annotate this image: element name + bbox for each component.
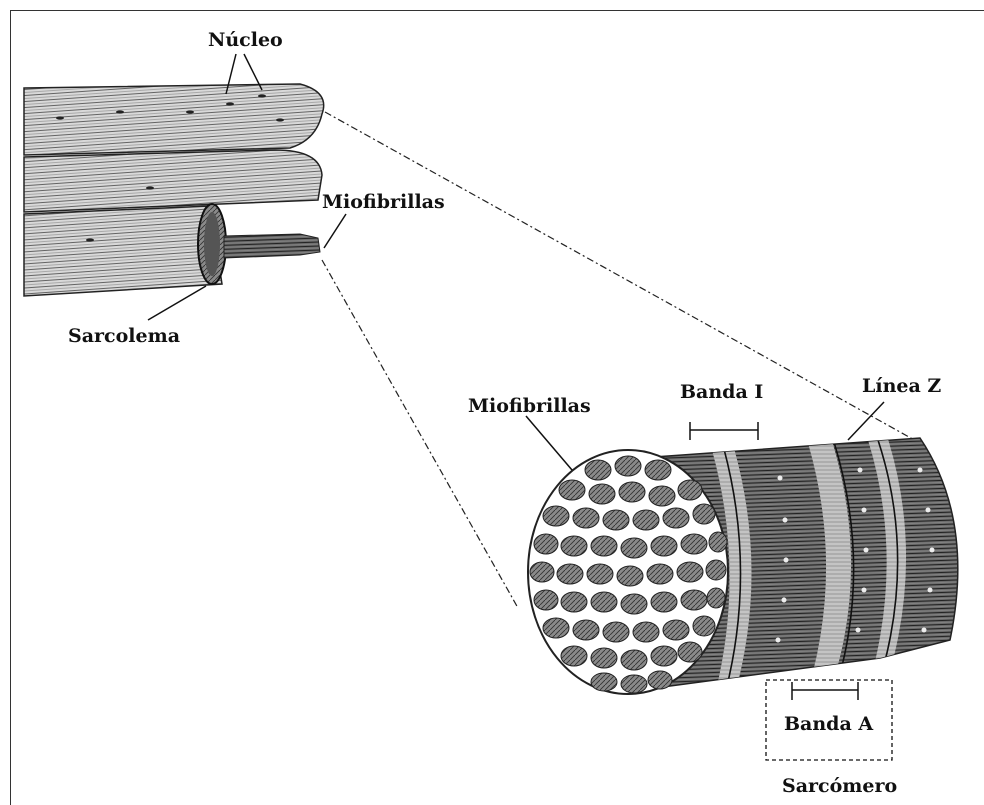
banda-a-label: Banda A: [784, 713, 873, 735]
linea-z-label: Línea Z: [862, 375, 941, 397]
banda-a-bracket: [792, 682, 858, 700]
miofibrillas-bottom-label: Miofibrillas: [468, 395, 591, 417]
sarcolema-label: Sarcolema: [68, 325, 180, 347]
bottom-muscle-fiber: [24, 206, 222, 296]
projection-line-lower: [322, 260, 518, 608]
sarcomero-label: Sarcómero: [782, 775, 897, 797]
protruding-myofibrils: [224, 234, 320, 258]
fiber-cut-interior: [204, 212, 220, 276]
linea-z-leader: [848, 402, 884, 440]
projection-line-upper: [325, 112, 918, 442]
middle-muscle-fiber: [24, 150, 322, 212]
muscle-fibers-illustration: [24, 54, 346, 320]
miofibrillas-top-leader: [324, 214, 346, 248]
banda-i-label: Banda I: [680, 381, 763, 403]
miofibrillas-bottom-leader: [526, 416, 572, 470]
myofibril-cylinder: [526, 402, 958, 760]
sarcolema-leader: [148, 286, 206, 320]
banda-i-bracket: [690, 422, 758, 440]
miofibrillas-top-label: Miofibrillas: [322, 191, 445, 213]
nucleo-label: Núcleo: [208, 29, 283, 51]
